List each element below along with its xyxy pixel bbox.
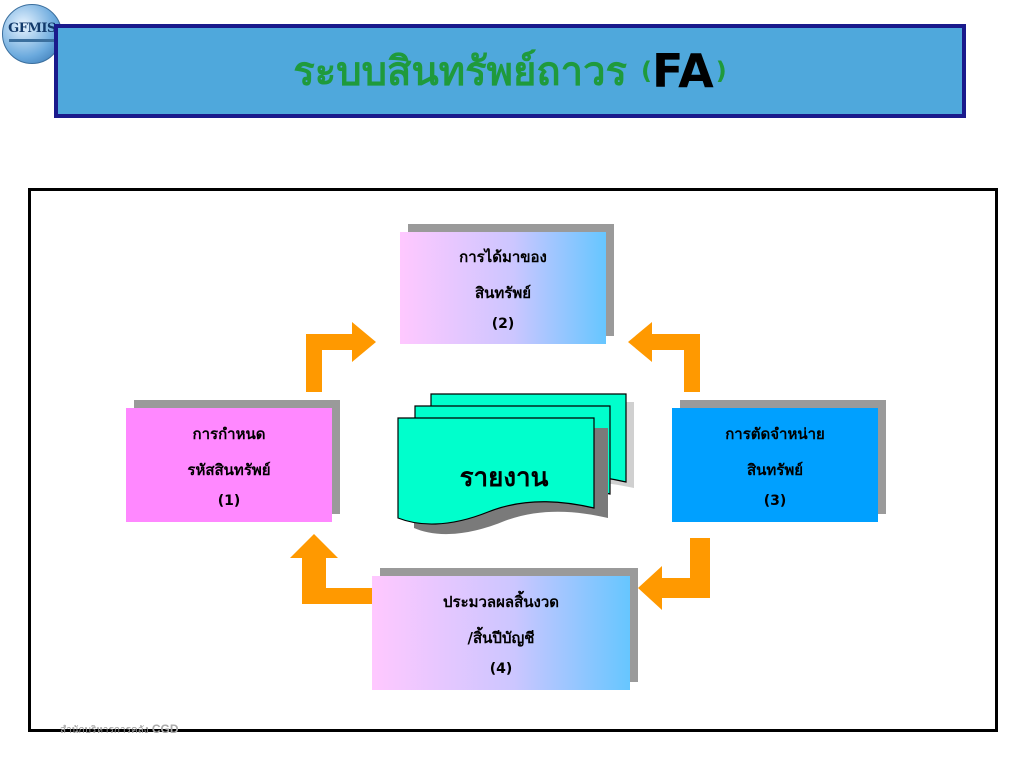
logo-underline — [9, 39, 55, 42]
node-dispose-number: (3) — [763, 493, 787, 509]
node-code-line1: การกำหนด — [192, 425, 266, 443]
footer-watermark: สำนักบริหารการคลัง CGD — [60, 722, 179, 738]
node-period-end: ประมวลผลสิ้นงวด /สิ้นปีบัญชี (4) — [372, 568, 638, 690]
node-acquire-line2: สินทรัพย์ — [474, 284, 532, 302]
node-acquire-asset: การได้มาของ สินทรัพย์ (2) — [400, 224, 614, 344]
node-face: การตัดจำหน่าย สินทรัพย์ (3) — [672, 408, 878, 522]
node-face: ประมวลผลสิ้นงวด /สิ้นปีบัญชี (4) — [372, 576, 630, 690]
title-banner: ระบบสินทรัพย์ถาวร ( FA ) — [54, 24, 966, 118]
slide-title: ระบบสินทรัพย์ถาวร — [293, 49, 628, 95]
node-dispose-asset: การตัดจำหน่าย สินทรัพย์ (3) — [672, 400, 886, 522]
node-acquire-line1: การได้มาของ — [459, 248, 547, 266]
node-period-line1: ประมวลผลสิ้นงวด — [442, 593, 559, 611]
node-face: การกำหนด รหัสสินทรัพย์ (1) — [126, 408, 332, 522]
node-acquire-number: (2) — [491, 316, 515, 332]
arrow-3-to-2 — [628, 322, 700, 392]
logo-text: GFMIS — [8, 21, 56, 36]
node-face: การได้มาของ สินทรัพย์ (2) — [400, 232, 606, 344]
arrow-4-to-1 — [290, 534, 372, 604]
node-code-line2: รหัสสินทรัพย์ — [187, 461, 271, 479]
report-document-stack — [397, 393, 634, 535]
node-dispose-line2: สินทรัพย์ — [746, 461, 804, 479]
title-paren-close: ) — [715, 57, 727, 85]
arrow-3-to-4 — [638, 538, 710, 610]
node-period-line2: /สิ้นปีบัญชี — [467, 629, 535, 647]
report-label: รายงาน — [460, 463, 549, 493]
title-paren-open: ( — [641, 57, 653, 85]
title-abbr: FA — [652, 44, 714, 98]
footer-abbr: CGD — [151, 722, 179, 736]
node-code-number: (1) — [217, 493, 241, 509]
arrow-1-to-2 — [306, 322, 376, 392]
gfmis-logo: GFMIS — [2, 4, 62, 64]
footer-text: สำนักบริหารการคลัง — [60, 725, 149, 736]
node-period-number: (4) — [489, 661, 513, 677]
node-dispose-line1: การตัดจำหน่าย — [725, 425, 825, 443]
node-asset-code: การกำหนด รหัสสินทรัพย์ (1) — [126, 400, 340, 522]
